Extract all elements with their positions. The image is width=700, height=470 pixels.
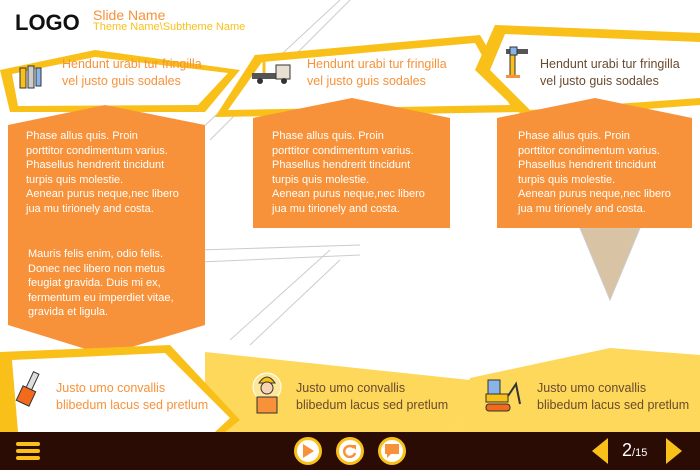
box-3-shape (497, 98, 692, 228)
speech-bubble-icon (385, 444, 399, 458)
chevron-left-icon (592, 438, 608, 464)
replay-button[interactable] (336, 437, 364, 465)
worker-icon (251, 371, 283, 415)
slide-name: Slide Name (93, 7, 166, 23)
hamburger-icon (16, 442, 40, 460)
bottom-card-3-shape (455, 348, 700, 432)
info-box-4: Mauris felis enim, odio felis.Donec nec … (28, 248, 174, 318)
drafting-tools-icon (16, 62, 46, 92)
box-4-shape (8, 228, 205, 355)
chevron-right-icon (666, 438, 682, 464)
logo: LOGO (15, 10, 80, 35)
play-button[interactable] (294, 437, 322, 465)
tow-truck-icon (250, 55, 294, 85)
theme-name: Theme Name\Subtheme Name (93, 21, 246, 33)
play-icon (303, 444, 314, 458)
box-2-shape (253, 98, 450, 228)
menu-button[interactable] (16, 442, 40, 460)
chainsaw-icon (15, 370, 45, 407)
comment-button[interactable] (378, 437, 406, 465)
tower-crane-icon (500, 45, 530, 78)
box-1-shape (8, 105, 205, 228)
page-indicator: 2/15 (622, 440, 648, 460)
excavator-icon (484, 378, 524, 414)
replay-icon (343, 444, 357, 458)
next-slide-button[interactable] (666, 438, 682, 469)
prev-slide-button[interactable] (592, 438, 608, 469)
